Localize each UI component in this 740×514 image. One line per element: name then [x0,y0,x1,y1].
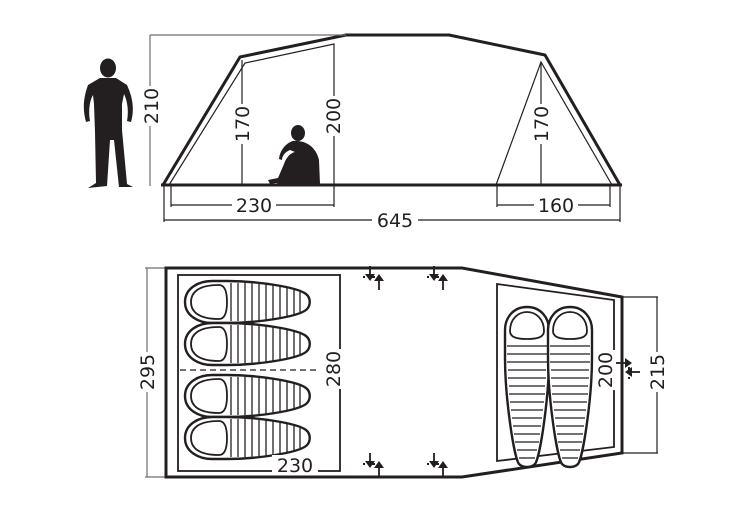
dim-total-width-label: 295 [137,354,159,390]
dim-total-height-label: 210 [141,88,163,124]
sitting-person-icon [268,125,320,184]
dim-total-height: 210 [140,34,346,186]
dim-peak-height-label: 200 [323,98,345,134]
dim-bedroom-left-length: 230 [170,186,335,217]
dim-end-width-label: 215 [647,354,669,390]
sleeping-bag [183,279,311,325]
dim-bedroom-right-width: 200 [594,350,617,390]
side-view: 210 170 200 170 230 [83,33,622,232]
sleeping-bag [183,321,311,367]
dim-floor-bedroom-left-length-label: 230 [277,455,313,477]
dim-bedroom-right-width-label: 200 [595,352,617,388]
dim-inner-height-right-label: 170 [531,106,553,142]
dim-bedroom-left-length-label: 230 [236,195,272,217]
inner-tent-right [495,60,613,186]
dim-peak-height: 200 [321,96,345,136]
sleeping-bag [183,415,311,461]
dim-total-width: 295 [136,267,166,478]
dim-inner-height-left: 170 [232,60,254,185]
dim-inner-height-right: 170 [531,62,553,185]
dim-bedroom-right-length-label: 160 [538,195,574,217]
dim-end-width: 215 [622,296,669,454]
dim-bedroom-left-width: 280 [322,349,345,389]
floor-plan: 295 280 230 [136,265,669,479]
dim-floor-bedroom-left-length: 230 [272,455,318,477]
dim-bedroom-left-width-label: 280 [323,351,345,387]
bedroom-right [496,282,615,463]
standing-person-icon [83,58,133,188]
sleeping-bag [183,373,311,419]
dim-total-length: 645 [163,186,621,232]
dim-total-length-label: 645 [377,210,413,232]
dim-inner-height-left-label: 170 [232,106,254,142]
dim-bedroom-right-length: 160 [496,186,611,217]
